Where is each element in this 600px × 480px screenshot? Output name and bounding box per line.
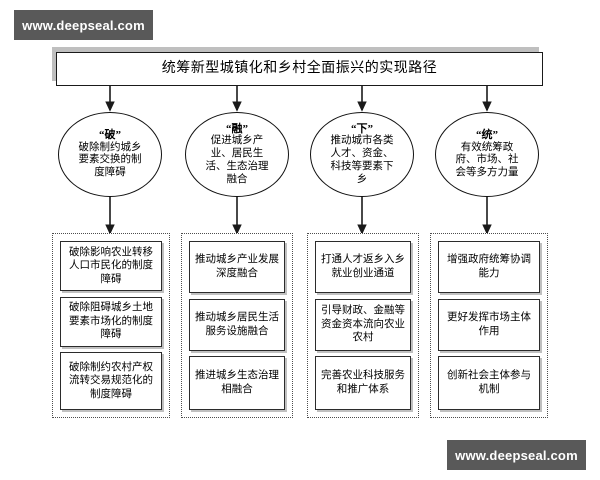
item-box[interactable]: 创新社会主体参与机制 <box>438 356 540 410</box>
branch-key-po: “破” <box>99 128 121 141</box>
branch-ellipse-rong[interactable]: “融” 促进城乡产业、居民生活、生态治理融合 <box>185 112 289 197</box>
page-title: 统筹新型城镇化和乡村全面振兴的实现路径 <box>161 61 438 76</box>
item-label: 推动城乡居民生活服务设施融合 <box>195 311 279 337</box>
branch-desc-rong: 促进城乡产业、居民生活、生态治理融合 <box>205 135 269 185</box>
item-box[interactable]: 破除影响农业转移人口市民化的制度障碍 <box>60 241 162 291</box>
watermark-top: www.deepseal.com <box>14 10 153 40</box>
item-box[interactable]: 完善农业科技服务和推广体系 <box>315 356 411 410</box>
item-box[interactable]: 破除阻碍城乡土地要素市场化的制度障碍 <box>60 296 162 347</box>
branch-ellipse-po[interactable]: “破” 破除制约城乡要素交换的制度障碍 <box>58 112 162 197</box>
branch-desc-po: 破除制约城乡要素交换的制度障碍 <box>78 141 142 179</box>
item-label: 打通人才返乡入乡就业创业通道 <box>321 254 405 279</box>
item-box[interactable]: 打通人才返乡入乡就业创业通道 <box>315 241 411 293</box>
item-label: 破除影响农业转移人口市民化的制度障碍 <box>69 246 153 285</box>
branch-group-rong: 推动城乡产业发展深度融合 推动城乡居民生活服务设施融合 推进城乡生态治理相融合 <box>181 233 293 418</box>
item-box[interactable]: 推进城乡生态治理相融合 <box>189 356 285 410</box>
item-label: 推动城乡产业发展深度融合 <box>195 254 279 279</box>
branch-key-xia: “下” <box>351 122 373 135</box>
branch-ellipse-tong[interactable]: “统” 有效统筹政府、市场、社会等多方力量 <box>435 112 539 197</box>
branch-ellipse-xia[interactable]: “下” 推动城市各类人才、资金、科技等要素下乡 <box>310 112 414 197</box>
branch-desc-tong: 有效统筹政府、市场、社会等多方力量 <box>455 141 519 179</box>
branch-group-po: 破除影响农业转移人口市民化的制度障碍 破除阻碍城乡土地要素市场化的制度障碍 破除… <box>52 233 170 418</box>
branch-group-xia: 打通人才返乡入乡就业创业通道 引导财政、金融等资金资本流向农业农村 完善农业科技… <box>307 233 419 418</box>
branch-key-tong: “统” <box>476 128 498 141</box>
item-label: 创新社会主体参与机制 <box>447 370 531 395</box>
item-label: 推进城乡生态治理相融合 <box>195 370 279 395</box>
item-box[interactable]: 推动城乡居民生活服务设施融合 <box>189 298 285 351</box>
item-box[interactable]: 引导财政、金融等资金资本流向农业农村 <box>315 298 411 351</box>
item-box[interactable]: 更好发挥市场主体作用 <box>438 298 540 351</box>
item-label: 更好发挥市场主体作用 <box>447 311 531 337</box>
item-box[interactable]: 破除制约农村产权流转交易规范化的制度障碍 <box>60 352 162 410</box>
item-label: 引导财政、金融等资金资本流向农业农村 <box>321 305 405 344</box>
item-label: 完善农业科技服务和推广体系 <box>321 370 405 395</box>
branch-desc-xia: 推动城市各类人才、资金、科技等要素下乡 <box>330 135 394 185</box>
item-box[interactable]: 增强政府统筹协调能力 <box>438 241 540 293</box>
branch-group-tong: 增强政府统筹协调能力 更好发挥市场主体作用 创新社会主体参与机制 <box>430 233 548 418</box>
item-label: 破除阻碍城乡土地要素市场化的制度障碍 <box>69 302 153 341</box>
item-box[interactable]: 推动城乡产业发展深度融合 <box>189 241 285 293</box>
item-label: 破除制约农村产权流转交易规范化的制度障碍 <box>69 361 153 400</box>
branch-key-rong: “融” <box>226 122 248 135</box>
diagram-title-box: 统筹新型城镇化和乡村全面振兴的实现路径 <box>56 52 543 86</box>
watermark-bottom: www.deepseal.com <box>447 440 586 470</box>
item-label: 增强政府统筹协调能力 <box>447 254 531 279</box>
